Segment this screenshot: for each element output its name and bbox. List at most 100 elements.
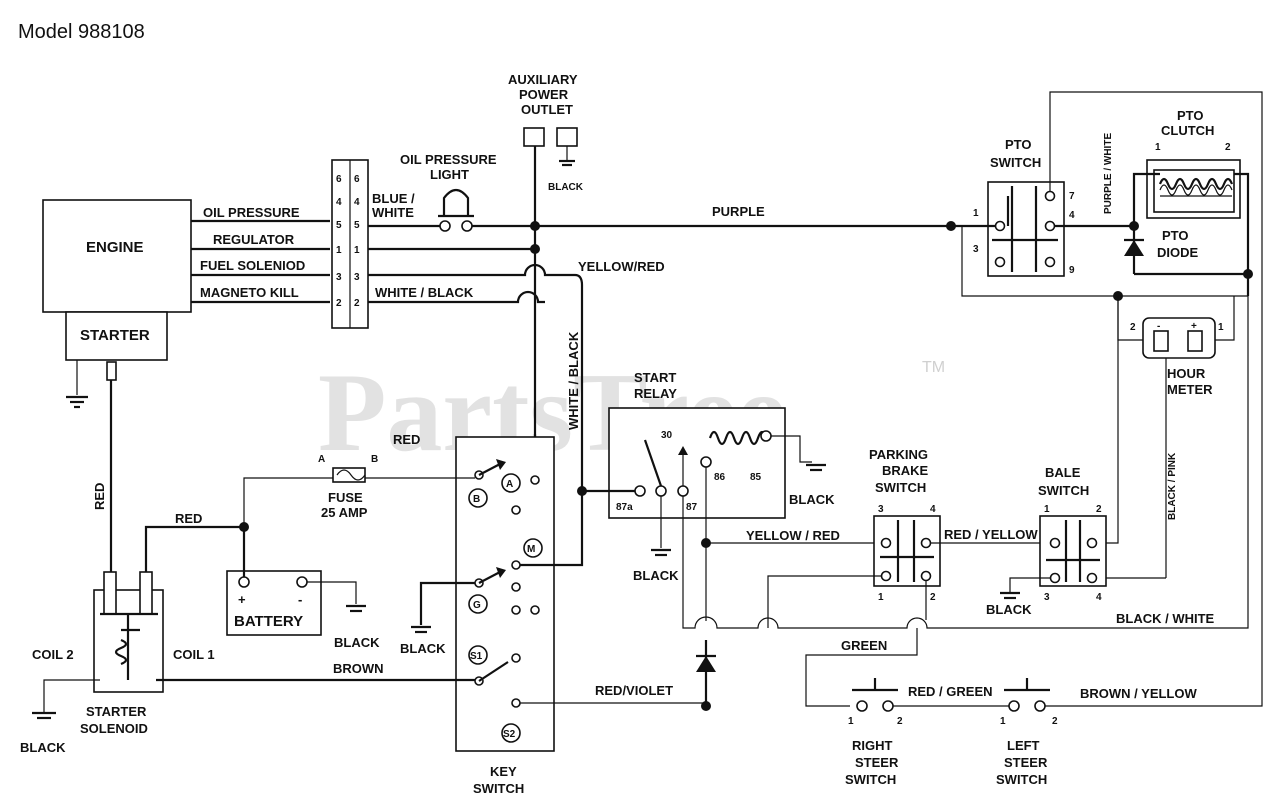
left-steer-pin-1: 1 [1000, 716, 1006, 727]
bale-pin-1: 1 [1044, 504, 1050, 515]
start-relay-label-2: RELAY [634, 386, 677, 401]
pin-2-right: 2 [354, 298, 360, 309]
parking-label-3: SWITCH [875, 480, 926, 495]
wire-yellow-red-2: YELLOW / RED [746, 528, 840, 543]
solenoid-label-2: SOLENOID [80, 721, 148, 736]
start-relay: 30 86 85 87a 87 [608, 407, 786, 519]
wire-white-black-vertical: WHITE / BLACK [566, 331, 581, 430]
oil-light-label-1: OIL PRESSURE [400, 152, 497, 167]
pin-6-left: 6 [336, 174, 342, 185]
battery-label: BATTERY [234, 613, 303, 630]
engine: ENGINE [42, 199, 192, 313]
bale-pin-3: 3 [1044, 592, 1050, 603]
wire-red-fuse: RED [393, 432, 420, 447]
engine-label: ENGINE [86, 239, 144, 256]
pin-4-right: 4 [354, 197, 360, 208]
relay-diode [696, 640, 716, 706]
left-steer-switch: 1 2 [1000, 678, 1058, 727]
relay-87a-ground-label: BLACK [633, 568, 679, 583]
pto-clutch: 1 2 [1146, 142, 1241, 219]
pto-switch-label-2: SWITCH [990, 155, 1041, 170]
pto-switch-label-1: PTO [1005, 137, 1032, 152]
key-switch: B A M G S1 S2 [455, 436, 555, 752]
parking-brake-switch: 3 4 1 2 [873, 504, 941, 603]
parking-label-2: BRAKE [882, 463, 929, 478]
hour-meter-label-1: HOUR [1167, 366, 1206, 381]
pto-pin-4: 4 [1069, 210, 1075, 221]
fuse: A B [318, 454, 378, 483]
key-ground-label: BLACK [400, 641, 446, 656]
key-terminal-a: A [506, 479, 513, 490]
hour-meter-label-2: METER [1167, 382, 1213, 397]
park-pin-1: 1 [878, 592, 884, 603]
oil-pressure-light [438, 188, 474, 232]
pin-6-right: 6 [354, 174, 360, 185]
fuse-end-b: B [371, 454, 378, 465]
right-steer-switch: 1 2 [848, 678, 903, 727]
hour-meter: - + 2 1 [1130, 317, 1224, 359]
pin-4-left: 4 [336, 197, 342, 208]
park-pin-3: 3 [878, 504, 884, 515]
wire-purple: PURPLE [712, 204, 765, 219]
pin-1-right: 1 [354, 245, 360, 256]
key-terminal-s2: S2 [503, 729, 516, 740]
lead-fuel-solenoid: FUEL SOLENIOD [200, 258, 305, 273]
clutch-pin-2: 2 [1225, 142, 1231, 153]
meter-minus: - [1157, 321, 1160, 332]
right-steer-pin-1: 1 [848, 716, 854, 727]
bale-pin-4: 4 [1096, 592, 1102, 603]
bale-pin-2: 2 [1096, 504, 1102, 515]
fuse-label-2: 25 AMP [321, 505, 368, 520]
aux-label-1: AUXILIARY [508, 72, 578, 87]
starter-solenoid [93, 571, 164, 693]
wire-blue-white-2: WHITE [372, 205, 414, 220]
relay-pin-30: 30 [661, 430, 673, 441]
aux-label-2: POWER [519, 87, 569, 102]
meter-pin-1: 1 [1218, 322, 1224, 333]
lead-magneto-kill: MAGNETO KILL [200, 285, 299, 300]
key-terminal-g: G [473, 600, 481, 611]
wire-yellow-red: YELLOW/RED [578, 259, 665, 274]
wire-red-battery: RED [175, 511, 202, 526]
right-steer-label-3: SWITCH [845, 772, 896, 787]
pin-1-left: 1 [336, 245, 342, 256]
pto-pin-1: 1 [973, 208, 979, 219]
wire-black-white: BLACK / WHITE [1116, 611, 1215, 626]
parking-label-1: PARKING [869, 447, 928, 462]
pto-diode-label-1: PTO [1162, 228, 1189, 243]
pin-5-right: 5 [354, 220, 360, 231]
wire-brown-yellow: BROWN / YELLOW [1080, 686, 1197, 701]
wire-red-vertical: RED [92, 483, 107, 510]
right-steer-pin-2: 2 [897, 716, 903, 727]
coil2-label: COIL 2 [32, 647, 74, 662]
pin-3-left: 3 [336, 272, 342, 283]
meter-plus: + [1191, 321, 1197, 332]
meter-pin-2: 2 [1130, 322, 1136, 333]
left-steer-label-3: SWITCH [996, 772, 1047, 787]
bale-ground-label: BLACK [986, 602, 1032, 617]
pin-3-right: 3 [354, 272, 360, 283]
watermark-tm: TM [922, 359, 945, 376]
wire-blue-white-1: BLUE / [372, 191, 415, 206]
left-steer-pin-2: 2 [1052, 716, 1058, 727]
wire-brown: BROWN [333, 661, 384, 676]
key-terminal-s1: S1 [470, 651, 483, 662]
relay-pin-87a: 87a [616, 502, 633, 513]
key-switch-label-2: SWITCH [473, 781, 524, 796]
pto-diode [1124, 226, 1248, 276]
lead-regulator: REGULATOR [213, 232, 295, 247]
key-terminal-m: M [527, 544, 535, 555]
solenoid-label-1: STARTER [86, 704, 147, 719]
park-pin-2: 2 [930, 592, 936, 603]
starter-label: STARTER [80, 327, 150, 344]
pto-switch: 1 3 7 4 9 [973, 181, 1075, 277]
pto-pin-3: 3 [973, 244, 979, 255]
pin-5-left: 5 [336, 220, 342, 231]
wire-green: GREEN [841, 638, 887, 653]
pto-diode-label-2: DIODE [1157, 245, 1199, 260]
aux-label-3: OUTLET [521, 102, 573, 117]
pto-pin-7: 7 [1069, 191, 1075, 202]
battery-plus: + [238, 592, 246, 607]
lead-oil-pressure: OIL PRESSURE [203, 205, 300, 220]
